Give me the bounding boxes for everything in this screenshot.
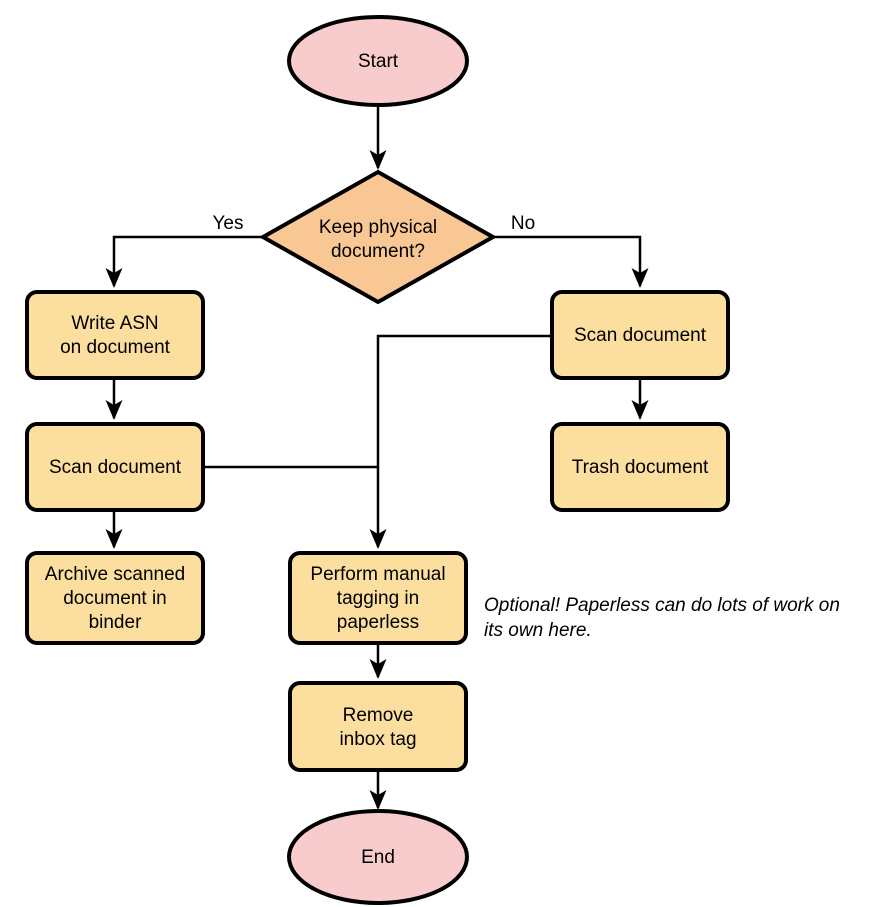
scan-document-left-label: Scan document: [49, 457, 182, 478]
trash-document-label: Trash document: [572, 457, 709, 478]
edge-label-no: No: [511, 213, 535, 234]
annotation-optional-note: Optional! Paperless can do lots of work …: [484, 595, 840, 641]
write-asn-box-shape: [25, 290, 205, 380]
remove-inbox-tag-label-line2: inbox tag: [339, 729, 416, 750]
node-start[interactable]: Start: [287, 15, 469, 107]
archive-label-line3: binder: [89, 612, 142, 633]
node-archive-scanned-document[interactable]: Archive scanned document in binder: [25, 551, 205, 645]
node-remove-inbox-tag[interactable]: Remove inbox tag: [288, 681, 468, 772]
end-label: End: [361, 847, 395, 868]
decision-diamond-shape: [258, 169, 498, 305]
tagging-label-line2: tagging in: [337, 588, 419, 609]
edge-label-yes: Yes: [213, 213, 244, 234]
decision-label-line2: document?: [331, 241, 425, 262]
decision-label-line1: Keep physical: [319, 217, 437, 238]
remove-inbox-tag-box-shape: [288, 681, 468, 772]
connector-decision-yes-to-write-asn: [105, 235, 263, 289]
node-perform-manual-tagging[interactable]: Perform manual tagging in paperless: [288, 551, 468, 645]
node-end[interactable]: End: [287, 809, 469, 905]
scan-document-right-box-shape: [550, 290, 730, 380]
archive-box-shape: [25, 551, 205, 645]
write-asn-label-line1: Write ASN: [71, 313, 158, 334]
optional-note-line2: its own here.: [484, 620, 592, 641]
node-decision-keep-physical-document[interactable]: Keep physical document?: [258, 169, 498, 305]
remove-inbox-tag-label-line1: Remove: [343, 705, 414, 726]
scan-document-left-box-shape: [25, 422, 205, 512]
connector-scan-right-to-tagging: [369, 334, 552, 550]
end-ellipse-shape: [287, 809, 469, 905]
optional-note-line1: Optional! Paperless can do lots of work …: [484, 595, 840, 616]
start-ellipse-shape: [287, 15, 469, 107]
node-scan-document-right[interactable]: Scan document: [550, 290, 730, 380]
trash-document-box-shape: [550, 422, 730, 512]
scan-document-right-label: Scan document: [574, 325, 707, 346]
tagging-box-shape: [288, 551, 468, 645]
connector-decision-no-to-scan-right: [493, 235, 649, 289]
tagging-label-line3: paperless: [337, 612, 419, 633]
archive-label-line2: document in: [63, 588, 167, 609]
write-asn-label-line2: on document: [60, 337, 171, 358]
tagging-label-line1: Perform manual: [310, 564, 445, 585]
node-scan-document-left[interactable]: Scan document: [25, 422, 205, 512]
node-trash-document[interactable]: Trash document: [550, 422, 730, 512]
archive-label-line1: Archive scanned: [45, 564, 185, 585]
start-label: Start: [358, 51, 399, 72]
node-write-asn-on-document[interactable]: Write ASN on document: [25, 290, 205, 380]
